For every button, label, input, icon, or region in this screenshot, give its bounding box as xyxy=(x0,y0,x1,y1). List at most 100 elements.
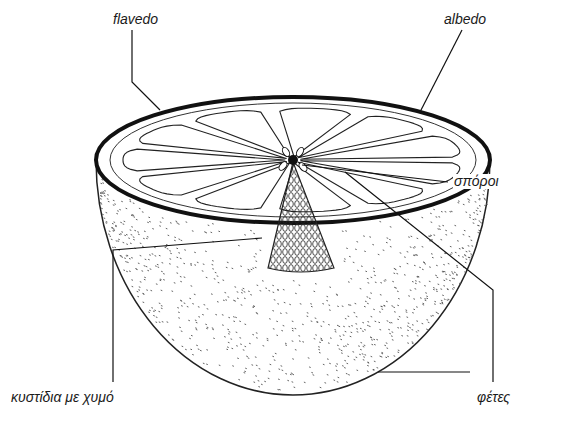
stipple-dot xyxy=(238,379,240,381)
stipple-dot xyxy=(329,363,331,365)
stipple-dot xyxy=(444,271,446,273)
stipple-dot xyxy=(253,305,255,307)
stipple-dot xyxy=(106,221,108,223)
stipple-dot xyxy=(356,328,358,330)
stipple-dot xyxy=(108,233,110,235)
stipple-dot xyxy=(362,322,364,324)
stipple-dot xyxy=(343,326,345,328)
stipple-dot xyxy=(441,257,443,259)
stipple-dot xyxy=(248,271,250,273)
stipple-dot xyxy=(167,248,169,250)
stipple-dot xyxy=(144,277,146,279)
stipple-dot xyxy=(285,344,287,346)
stipple-dot xyxy=(114,203,116,205)
stipple-dot xyxy=(397,305,399,307)
stipple-dot xyxy=(292,340,294,342)
stipple-dot xyxy=(100,198,102,200)
stipple-dot xyxy=(304,382,306,384)
stipple-dot xyxy=(419,281,421,283)
stipple-dot xyxy=(456,265,458,267)
stipple-dot xyxy=(168,235,170,237)
stipple-dot xyxy=(237,358,239,360)
stipple-dot xyxy=(130,243,132,245)
stipple-dot xyxy=(147,222,149,224)
stipple-dot xyxy=(365,354,367,356)
stipple-dot xyxy=(477,207,479,209)
stipple-dot xyxy=(469,250,471,252)
stipple-dot xyxy=(228,317,230,319)
stipple-dot xyxy=(390,246,392,248)
stipple-dot xyxy=(125,261,127,263)
stipple-dot xyxy=(465,262,467,264)
stipple-dot xyxy=(222,324,224,326)
stipple-dot xyxy=(269,318,271,320)
stipple-dot xyxy=(419,267,421,269)
stipple-dot xyxy=(360,288,362,290)
stipple-dot xyxy=(436,291,438,293)
stipple-dot xyxy=(156,321,158,323)
stipple-dot xyxy=(132,286,134,288)
stipple-dot xyxy=(181,305,183,307)
stipple-dot xyxy=(244,372,246,374)
stipple-dot xyxy=(281,330,283,332)
stipple-dot xyxy=(143,293,145,295)
stipple-dot xyxy=(450,211,452,213)
stipple-dot xyxy=(367,362,369,364)
stipple-dot xyxy=(423,304,425,306)
stipple-dot xyxy=(451,232,453,234)
stipple-dot xyxy=(394,268,396,270)
stipple-dot xyxy=(411,236,413,238)
stipple-dot xyxy=(406,311,408,313)
stipple-dot xyxy=(104,190,106,192)
stipple-dot xyxy=(140,255,142,257)
stipple-dot xyxy=(381,306,383,308)
stipple-dot xyxy=(319,342,321,344)
stipple-dot xyxy=(311,372,313,374)
stipple-dot xyxy=(269,290,271,292)
stipple-dot xyxy=(337,325,339,327)
stipple-dot xyxy=(116,213,118,215)
stipple-dot xyxy=(152,228,154,230)
stipple-dot xyxy=(345,230,347,232)
stipple-dot xyxy=(441,288,443,290)
stipple-dot xyxy=(188,320,190,322)
stipple-dot xyxy=(131,226,133,228)
stipple-dot xyxy=(369,236,371,238)
stipple-dot xyxy=(143,238,145,240)
stipple-dot xyxy=(469,217,471,219)
stipple-dot xyxy=(206,349,208,351)
stipple-dot xyxy=(379,311,381,313)
stipple-dot xyxy=(389,239,391,241)
stipple-dot xyxy=(475,201,477,203)
stipple-dot xyxy=(387,237,389,239)
stipple-dot xyxy=(422,246,424,248)
stipple-dot xyxy=(408,236,410,238)
stipple-dot xyxy=(283,289,285,291)
stipple-dot xyxy=(106,212,108,214)
stipple-dot xyxy=(344,258,346,260)
stipple-dot xyxy=(374,344,376,346)
stipple-dot xyxy=(255,356,257,358)
stipple-dot xyxy=(413,298,415,300)
stipple-dot xyxy=(113,200,115,202)
stipple-dot xyxy=(236,332,238,334)
stipple-dot xyxy=(484,205,486,207)
stipple-dot xyxy=(375,282,377,284)
stipple-dot xyxy=(198,306,200,308)
stipple-dot xyxy=(205,232,207,234)
stipple-dot xyxy=(341,352,343,354)
stipple-dot xyxy=(142,211,144,213)
stipple-dot xyxy=(144,231,146,233)
stipple-dot xyxy=(432,257,434,259)
stipple-dot xyxy=(384,345,386,347)
stipple-dot xyxy=(192,303,194,305)
stipple-dot xyxy=(236,345,238,347)
stipple-dot xyxy=(103,191,105,193)
stipple-dot xyxy=(206,364,208,366)
stipple-dot xyxy=(109,230,111,232)
stipple-dot xyxy=(202,270,204,272)
stipple-dot xyxy=(174,282,176,284)
stipple-dot xyxy=(160,279,162,281)
stipple-dot xyxy=(418,330,420,332)
part-label: φέτες xyxy=(476,390,511,405)
